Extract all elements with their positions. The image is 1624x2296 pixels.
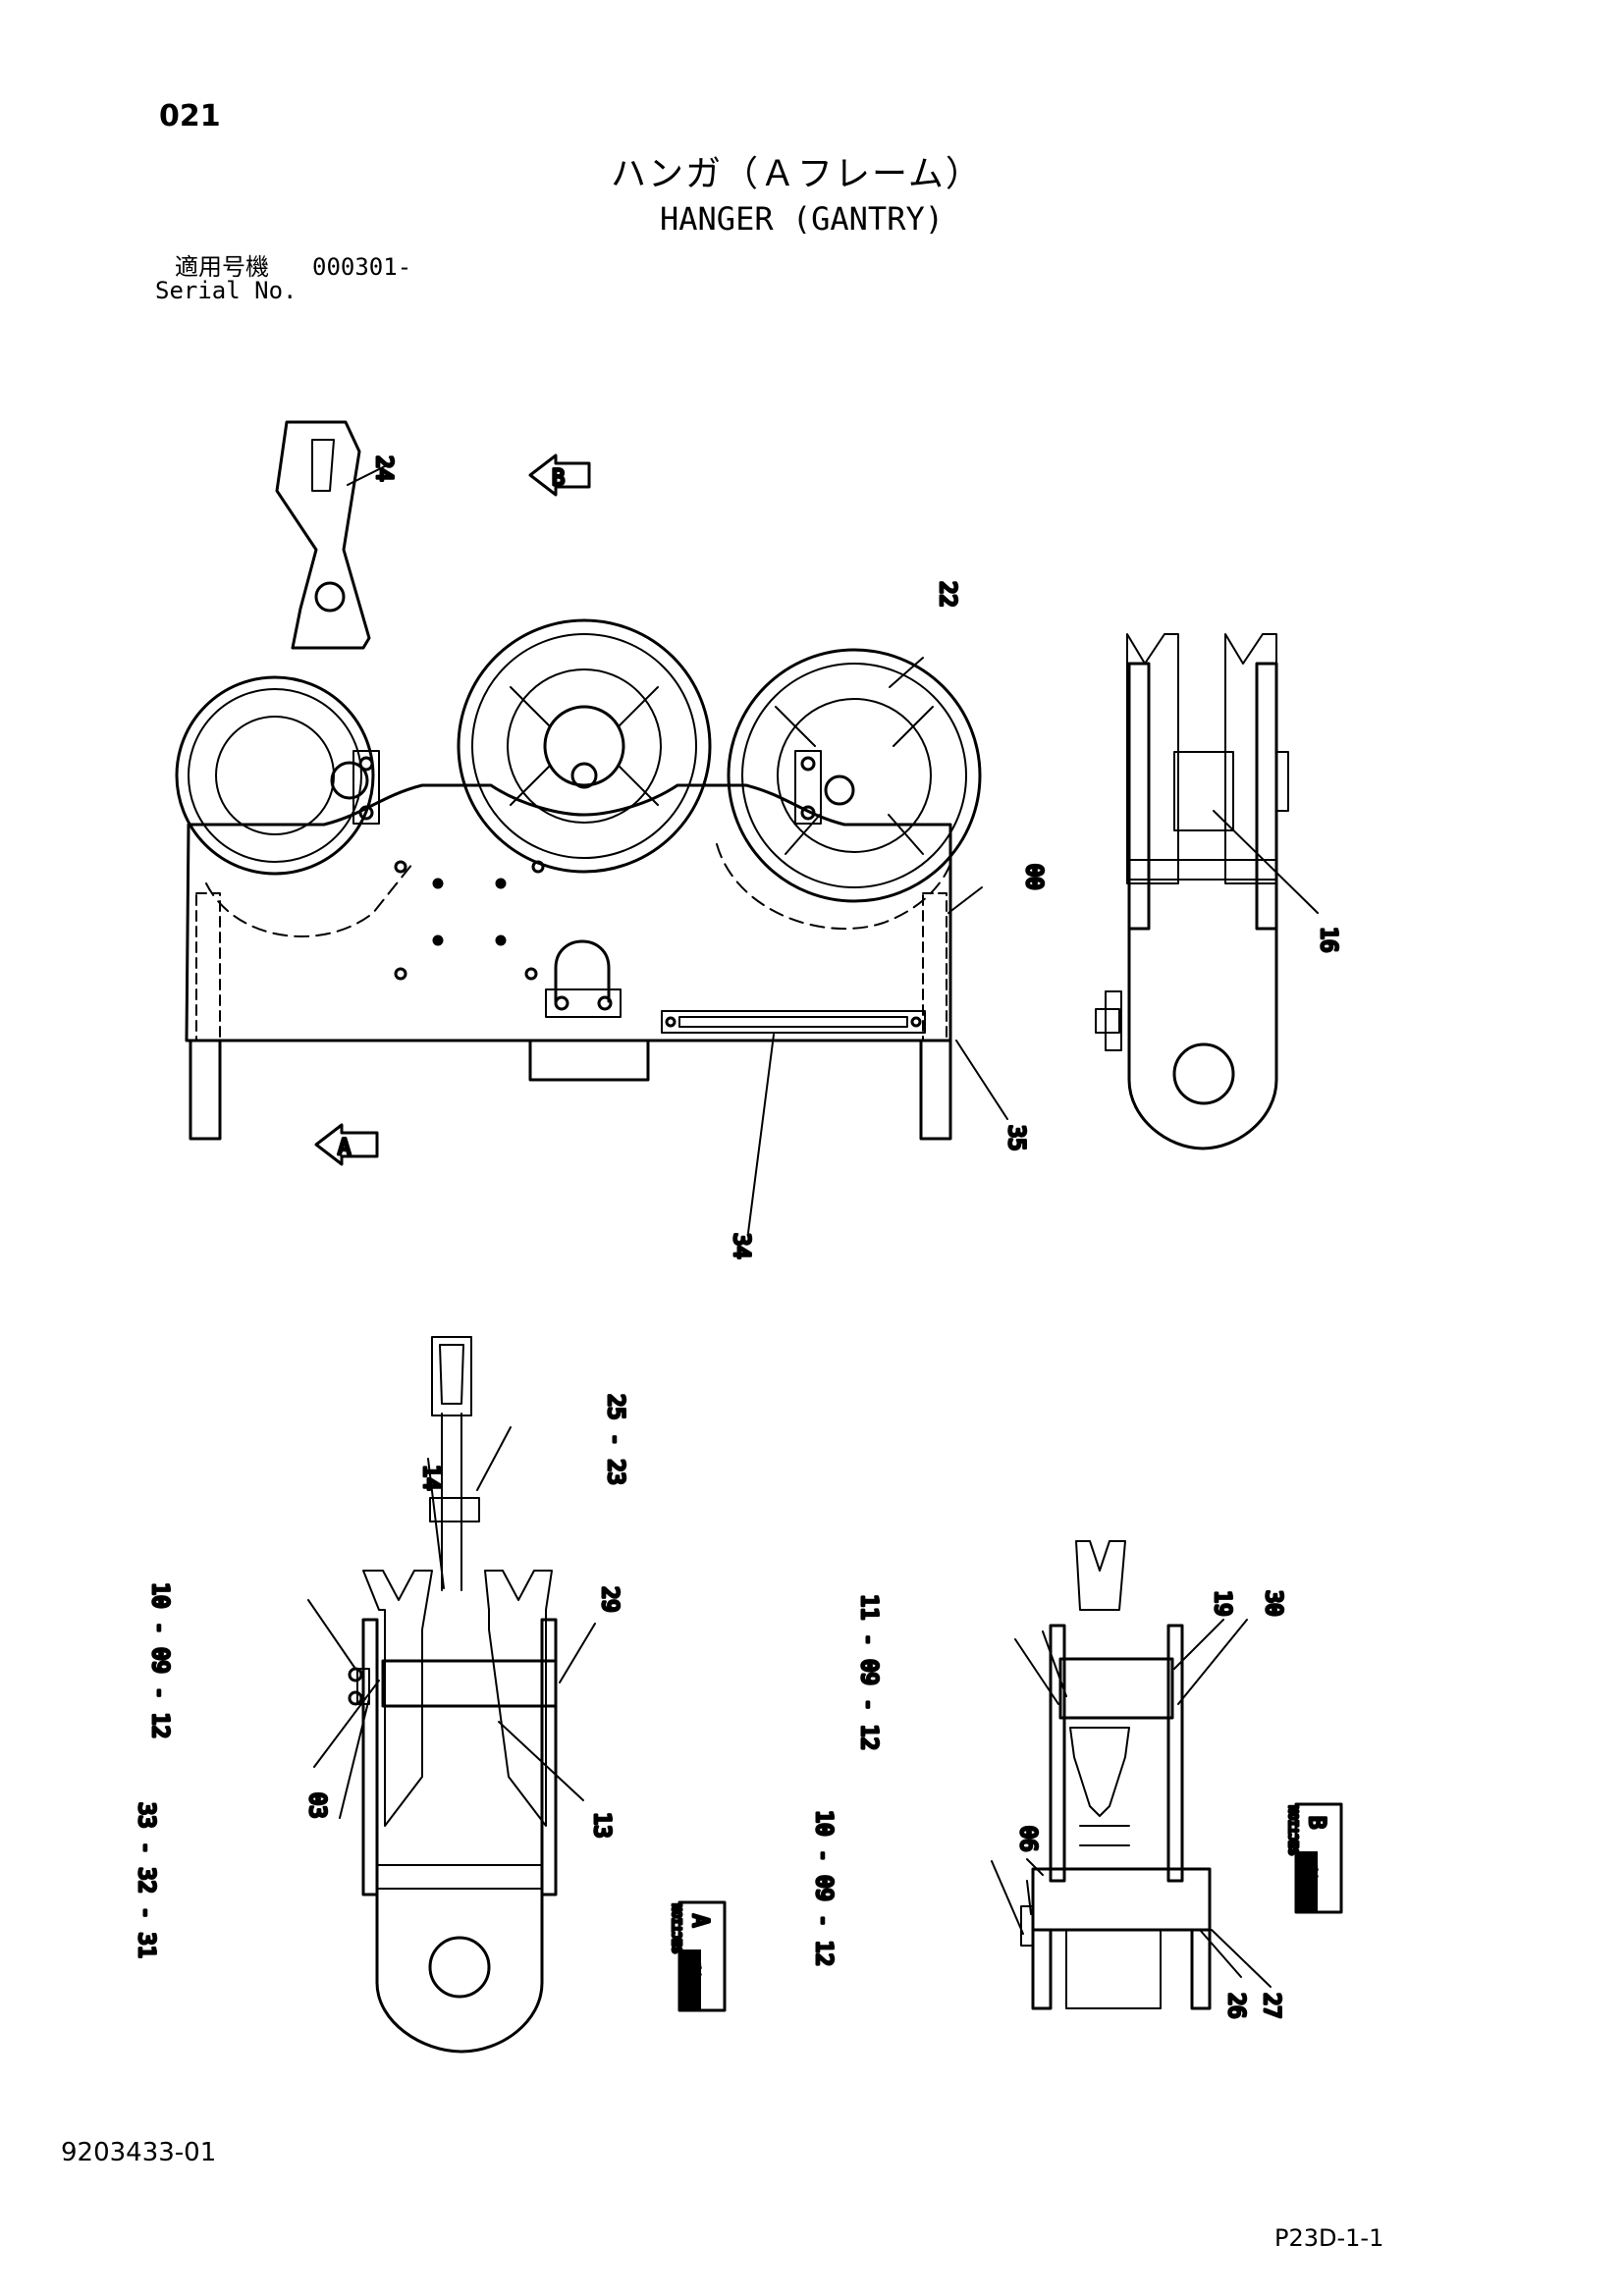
callout-22: 22 bbox=[935, 581, 959, 608]
callout-24: 24 bbox=[371, 455, 396, 482]
callout-27: 27 bbox=[1259, 1993, 1283, 2019]
title-english: HANGER (GANTRY) bbox=[660, 200, 944, 238]
callout-30: 30 bbox=[1261, 1590, 1285, 1617]
page-number: 021 bbox=[159, 99, 221, 133]
section-b-letter: B bbox=[1304, 1816, 1328, 1829]
lifting-lug bbox=[275, 420, 371, 650]
callout-29: 29 bbox=[597, 1586, 622, 1613]
serial-label-en: Serial No. bbox=[155, 277, 298, 304]
section-b-label bbox=[1294, 1802, 1343, 1914]
view-marker-b: B bbox=[552, 466, 565, 491]
callout-03: 03 bbox=[304, 1792, 329, 1819]
view-marker-a: A bbox=[338, 1136, 351, 1160]
serial-value: 000301- bbox=[312, 253, 412, 281]
section-a-label-jp: 断面 bbox=[685, 1963, 700, 1989]
sheaves bbox=[175, 618, 982, 903]
front-view bbox=[175, 420, 1008, 1234]
callout-14: 14 bbox=[418, 1465, 443, 1491]
section-b-view bbox=[991, 1540, 1272, 2010]
view-arrow-b bbox=[528, 454, 591, 497]
callout-25-23: 25 - 23 bbox=[603, 1394, 627, 1485]
callout-11-09-12: 11 - 09 - 12 bbox=[856, 1594, 881, 1750]
callout-13: 13 bbox=[589, 1812, 614, 1839]
callout-19: 19 bbox=[1210, 1590, 1234, 1617]
section-b-label-jp: 断面 bbox=[1302, 1865, 1317, 1891]
side-view bbox=[1095, 633, 1319, 1150]
callout-26: 26 bbox=[1223, 1993, 1248, 2019]
view-arrow-a bbox=[314, 1123, 379, 1166]
callout-10-09-12-a: 10 - 09 - 12 bbox=[147, 1582, 172, 1738]
section-a-label bbox=[677, 1900, 727, 2012]
callout-00: 00 bbox=[1021, 864, 1046, 890]
callout-16: 16 bbox=[1316, 927, 1340, 953]
page-code: P23D-1-1 bbox=[1274, 2224, 1384, 2252]
callout-34: 34 bbox=[729, 1233, 753, 1259]
callout-10-09-12-b: 10 - 09 - 12 bbox=[811, 1810, 836, 1966]
section-b-label-en: SECTION bbox=[1287, 1805, 1301, 1855]
section-a-view bbox=[307, 1336, 596, 2054]
hanger-body bbox=[185, 750, 952, 1141]
document-number: 9203433-01 bbox=[61, 2138, 217, 2167]
callout-33-32-31: 33 - 32 - 31 bbox=[134, 1802, 158, 1958]
callout-35: 35 bbox=[1003, 1125, 1028, 1151]
serial-label-jp: 適用号機 bbox=[175, 253, 269, 281]
callout-06: 06 bbox=[1015, 1826, 1040, 1852]
section-a-letter: A bbox=[687, 1914, 712, 1927]
section-a-label-en: SECTION bbox=[671, 1903, 684, 1953]
title-japanese: ハンガ（Ａフレーム） bbox=[611, 154, 983, 194]
